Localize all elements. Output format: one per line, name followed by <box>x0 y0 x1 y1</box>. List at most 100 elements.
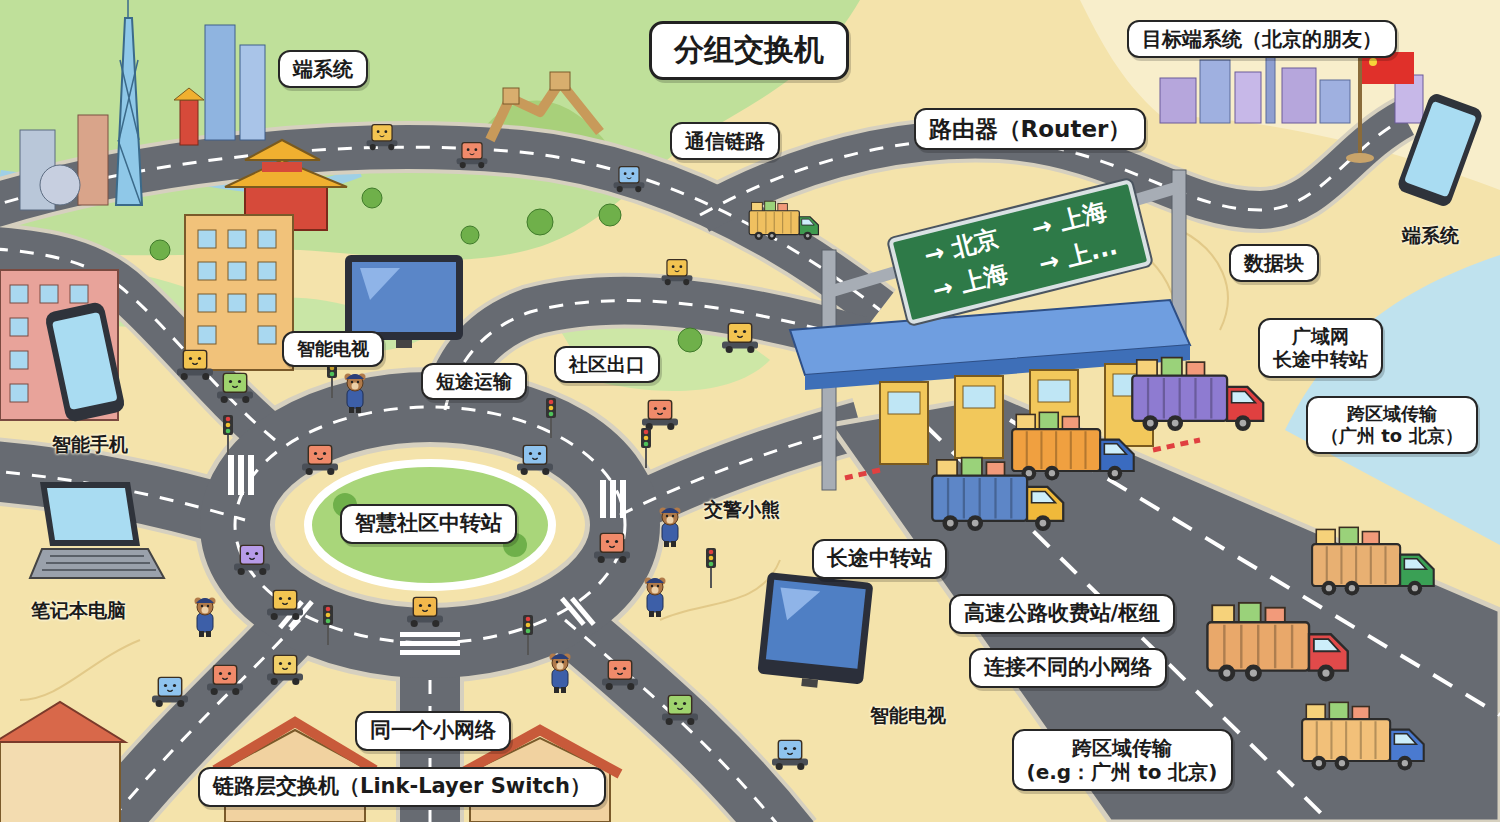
traffic-lights <box>706 548 716 588</box>
parcel-carts <box>722 323 758 353</box>
callout-text: 连接不同的小网络 <box>984 655 1152 681</box>
police-bears <box>195 374 681 694</box>
toll-plaza <box>963 386 995 408</box>
parcel-carts <box>367 125 398 151</box>
callout-text: （广州 to 北京） <box>1321 425 1463 447</box>
skyline <box>1358 50 1362 158</box>
device-icons <box>757 572 874 692</box>
callout-bubble: 智慧社区中转站 <box>340 504 517 544</box>
police-bears <box>550 654 571 694</box>
callout-text: 数据块 <box>1244 251 1304 275</box>
road <box>235 407 625 643</box>
callout-text: 链路层交换机（Link-Layer Switch） <box>213 774 591 800</box>
callout-bubble: 高速公路收费站/枢纽 <box>949 594 1176 634</box>
city-buildings <box>118 0 141 205</box>
road <box>235 407 625 643</box>
skyline <box>1200 60 1230 123</box>
device-label: 智能手机 <box>52 432 128 458</box>
city-buildings <box>70 285 88 303</box>
city-buildings <box>40 285 58 303</box>
device-icons <box>30 92 1484 693</box>
parcel-carts <box>207 665 243 695</box>
ground <box>1285 255 1500 545</box>
device-icons <box>1404 101 1477 198</box>
device-icons <box>766 580 866 669</box>
device-icons <box>1396 92 1484 209</box>
trees <box>678 328 702 352</box>
houses <box>0 702 125 742</box>
crosswalk <box>610 480 616 518</box>
highway <box>830 395 1500 822</box>
parcel-carts <box>517 445 553 475</box>
city-buildings <box>258 262 276 280</box>
callout-text: 短途运输 <box>436 370 512 393</box>
device-icons <box>801 678 818 688</box>
callout-text: 端系统 <box>293 57 353 81</box>
city-buildings <box>198 262 216 280</box>
crosswalk <box>400 650 460 655</box>
device-icons <box>345 255 463 340</box>
callout-text: (e.g：广州 to 北京) <box>1027 760 1218 784</box>
highway <box>925 420 1500 822</box>
callout-bubble: 长途中转站 <box>812 539 947 579</box>
city-buildings <box>225 160 347 187</box>
callout-bubble: 智能电视 <box>282 331 384 367</box>
crosswalk <box>228 455 234 495</box>
toll-plaza <box>888 392 920 414</box>
highway <box>830 395 1500 822</box>
road <box>308 463 552 587</box>
trucks <box>1012 412 1134 480</box>
device-label: 端系统 <box>1402 223 1459 249</box>
skyline <box>1160 78 1196 123</box>
toll-plaza <box>955 376 1003 458</box>
crosswalk <box>238 455 244 495</box>
parcel-carts <box>594 533 630 563</box>
city-buildings <box>258 294 276 312</box>
crosswalk <box>228 455 626 655</box>
crosswalk <box>248 455 254 495</box>
skyline <box>1282 68 1316 123</box>
city-buildings <box>258 230 276 248</box>
city-buildings <box>205 25 235 140</box>
city-buildings <box>78 115 108 205</box>
trees <box>461 226 479 244</box>
traffic-lights <box>641 428 651 468</box>
parcel-carts <box>177 350 213 380</box>
trees <box>527 209 553 235</box>
parcel-carts <box>772 740 808 770</box>
callout-text: 跨区域传输 <box>1027 736 1218 760</box>
houses <box>0 702 620 822</box>
callout-text: 同一个小网络 <box>370 718 496 744</box>
trees <box>150 188 702 352</box>
parcel-carts <box>457 143 488 169</box>
traffic-lights <box>323 605 333 645</box>
parcel-carts <box>614 167 645 193</box>
traffic-lights <box>223 358 716 655</box>
police-bears <box>345 374 366 414</box>
callout-bubble: 跨区域传输(e.g：广州 to 北京) <box>1012 729 1233 792</box>
trees <box>362 188 382 208</box>
callout-bubble: 社区出口 <box>554 346 660 383</box>
parcel-carts <box>152 677 188 707</box>
skyline <box>1369 58 1377 66</box>
callout-bubble: 连接不同的小网络 <box>969 648 1167 688</box>
callout-bubble: 数据块 <box>1229 244 1319 282</box>
city-buildings <box>40 165 80 205</box>
police-bears <box>645 578 666 618</box>
callout-text: 广域网 长途中转站 <box>1273 325 1368 371</box>
houses <box>0 740 120 822</box>
device-icons <box>52 312 118 410</box>
device-icons <box>1396 92 1484 209</box>
parcel-carts <box>267 590 303 620</box>
trucks <box>749 201 818 240</box>
city-buildings <box>10 384 28 402</box>
toll-plaza <box>1038 380 1070 402</box>
city-buildings <box>180 100 198 145</box>
road <box>235 407 625 643</box>
city-buildings <box>116 18 142 205</box>
houses <box>215 722 375 770</box>
toll-plaza <box>880 382 928 464</box>
device-icons <box>757 572 873 685</box>
police-bears <box>195 598 216 638</box>
